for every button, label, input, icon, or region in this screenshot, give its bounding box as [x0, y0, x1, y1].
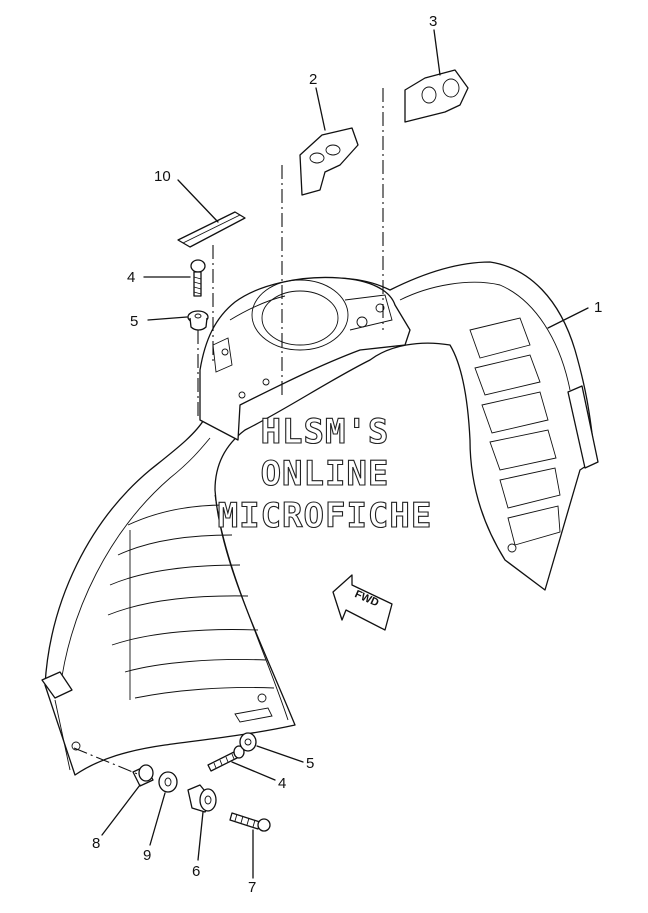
callout-5-bottom: 5	[306, 755, 314, 772]
bolt-7	[229, 812, 271, 832]
screw-4-bottom	[207, 745, 245, 772]
watermark: HLSM'S ONLINE MICROFICHE	[217, 411, 433, 536]
callout-7: 7	[248, 879, 256, 896]
cover-plate-2	[299, 127, 359, 196]
callout-3: 3	[429, 13, 437, 30]
fwd-direction-arrow: FWD	[332, 574, 393, 631]
screw-4-top	[190, 259, 206, 297]
leg-shield-panel	[41, 261, 599, 776]
meter-housing	[199, 276, 411, 441]
callout-2: 2	[309, 71, 317, 88]
assembly-lines	[73, 88, 384, 776]
watermark-line-3: MICROFICHE	[218, 496, 433, 536]
callout-8: 8	[92, 835, 100, 852]
callout-6: 6	[192, 863, 200, 880]
collar-8	[132, 764, 154, 787]
callout-5-top: 5	[130, 313, 138, 330]
grommet-5-top	[187, 310, 209, 331]
grommet-5-bottom	[239, 732, 257, 752]
rubber-strip-10	[177, 211, 246, 248]
callout-4-bottom: 4	[278, 775, 286, 792]
callout-10: 10	[154, 168, 171, 185]
watermark-line-1: HLSM'S	[261, 412, 390, 452]
washer-9	[158, 771, 178, 793]
callout-labels: 1 2 3 10 4 5 5 4 7 6 9 8	[92, 13, 602, 896]
leader-lines	[101, 29, 589, 879]
grommet-6	[187, 784, 217, 813]
callout-9: 9	[143, 847, 151, 864]
cover-plate-3	[404, 69, 469, 123]
watermark-line-2: ONLINE	[261, 454, 390, 494]
callout-4-top: 4	[127, 269, 135, 286]
callout-1: 1	[594, 299, 602, 316]
